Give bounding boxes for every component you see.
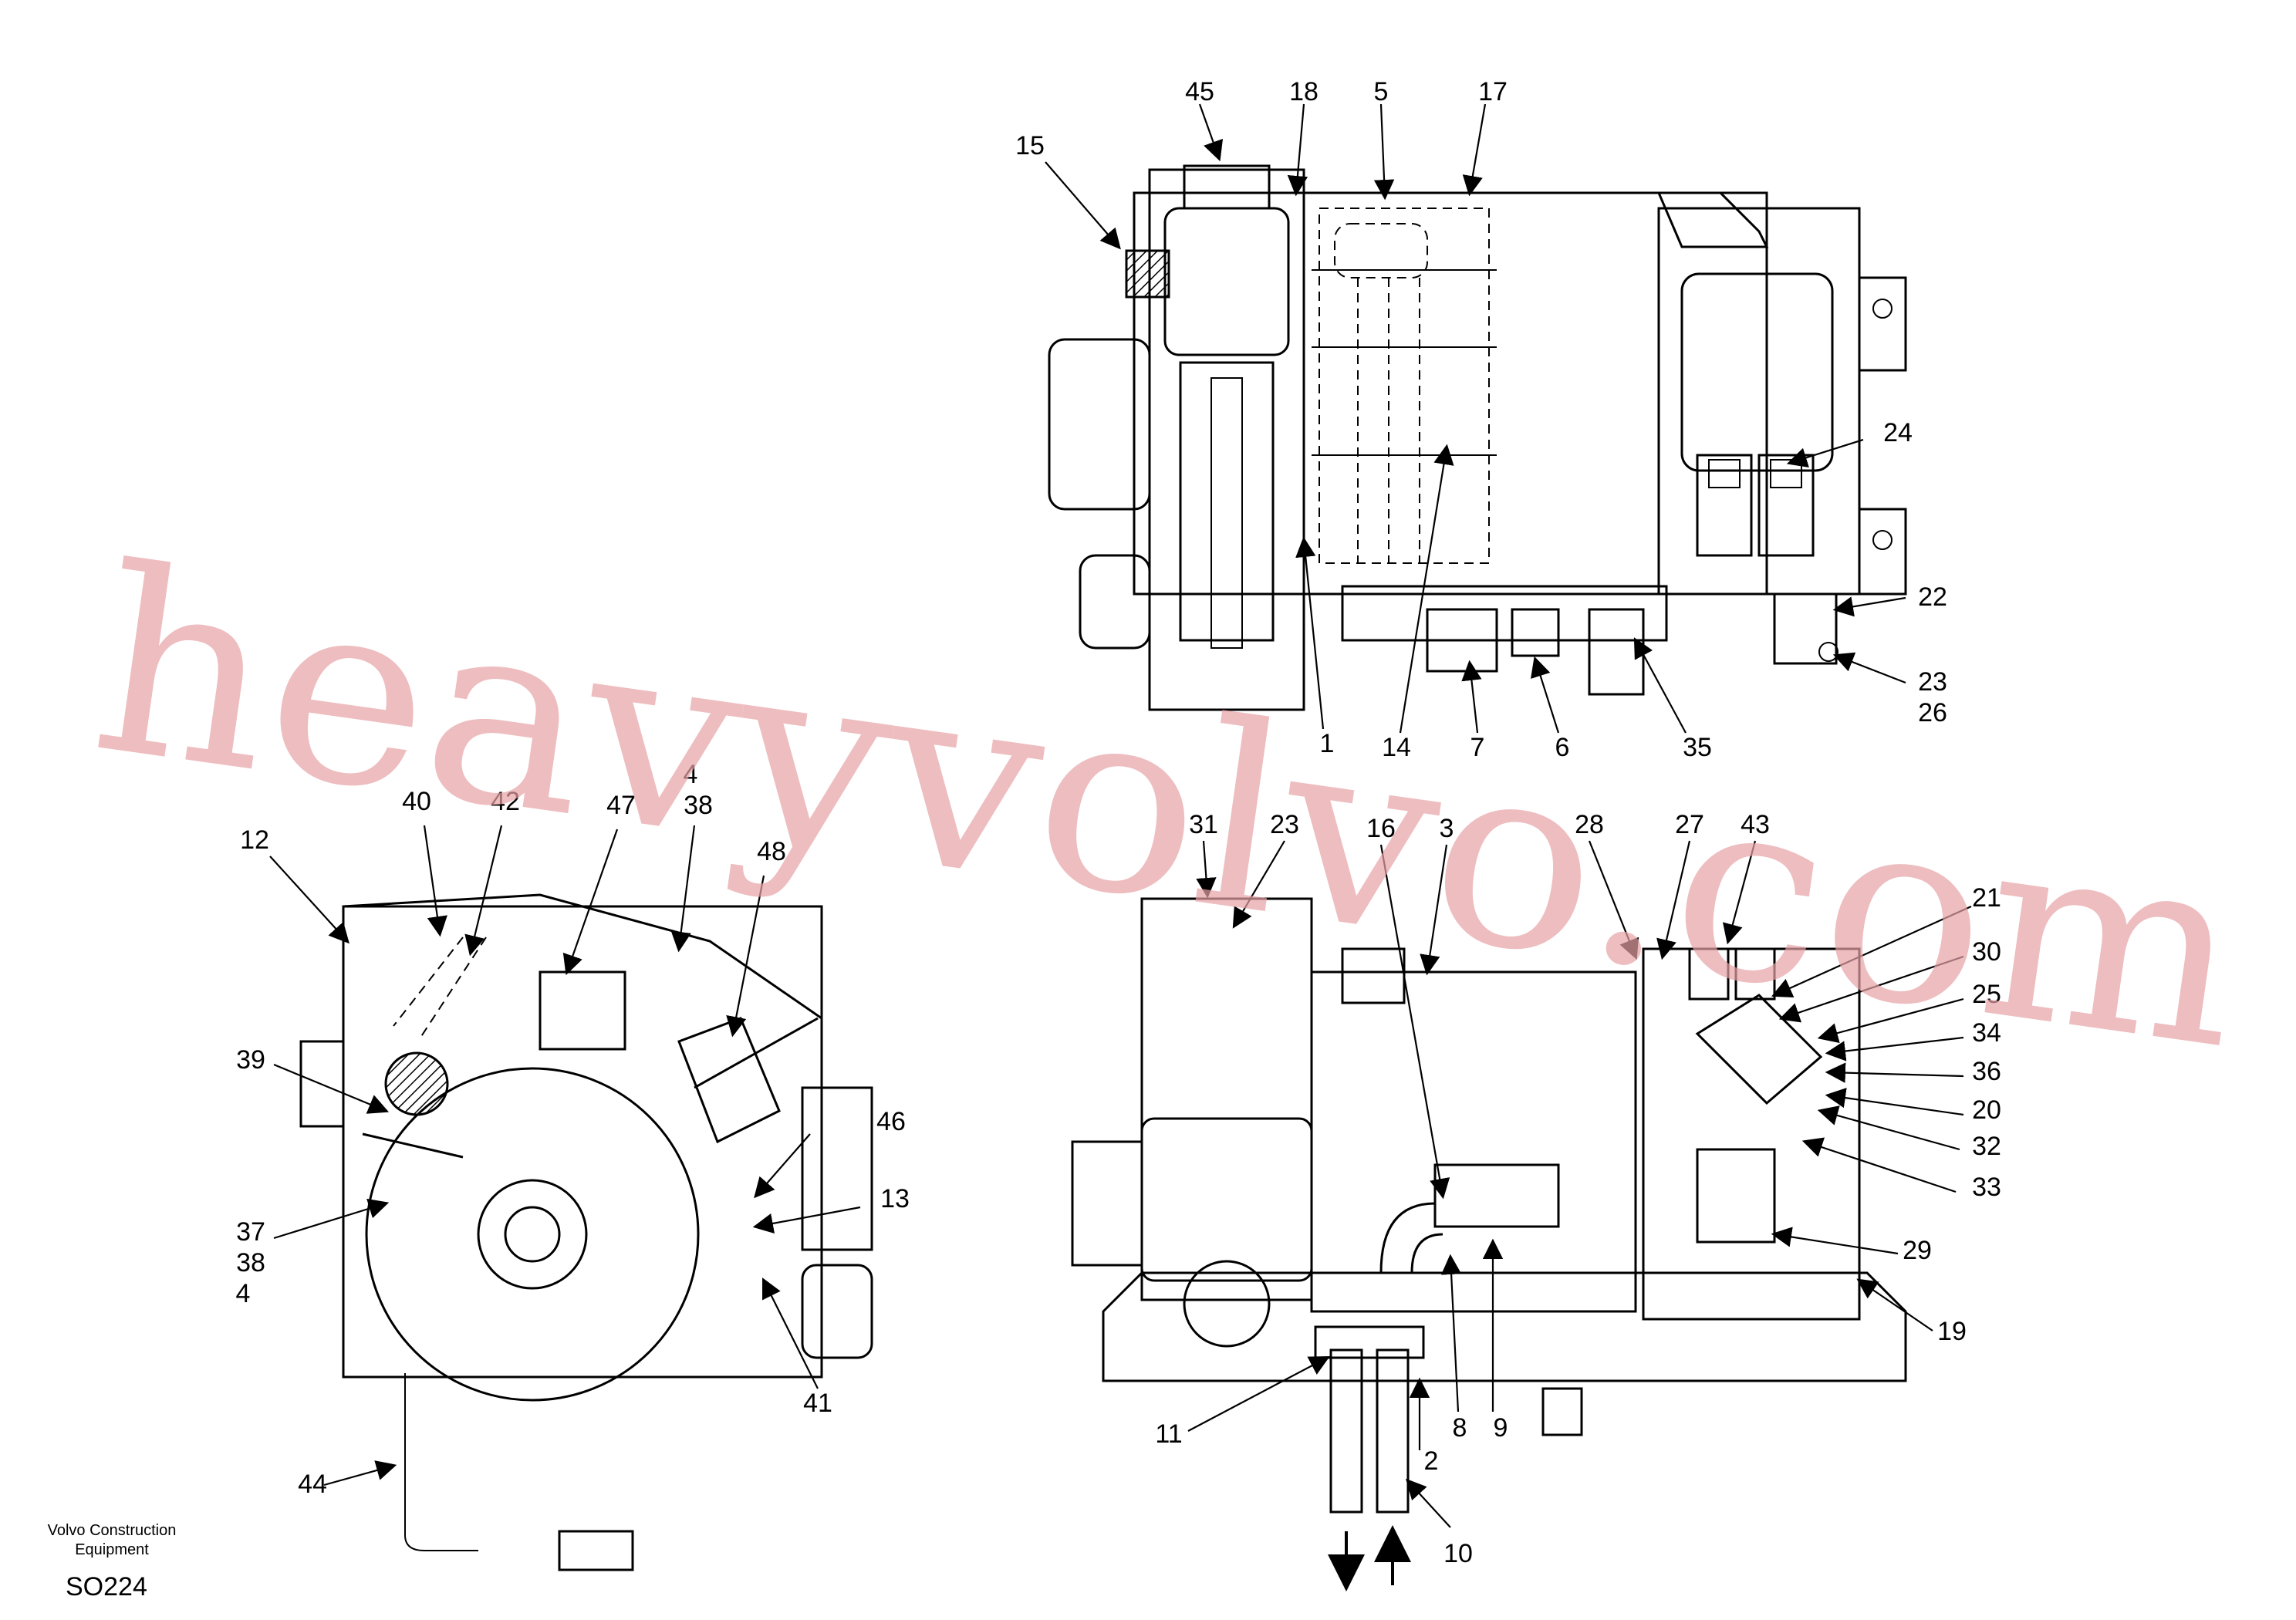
callout-right-16: 16 (1366, 814, 1396, 843)
leader-lines (269, 103, 1972, 1528)
callout-left-44: 44 (298, 1470, 327, 1499)
callout-right-25: 25 (1972, 980, 2001, 1009)
callout-right-9: 9 (1494, 1413, 1508, 1443)
callout-top-45: 45 (1185, 77, 1214, 106)
callout-right-8: 8 (1453, 1413, 1467, 1443)
callout-right-29: 29 (1903, 1236, 1932, 1265)
callout-top-5: 5 (1374, 77, 1389, 106)
footer-company-line1: Volvo Construction (48, 1522, 177, 1539)
callout-right-19: 19 (1937, 1317, 1967, 1346)
callout-right-27: 27 (1675, 810, 1704, 839)
callout-right-31: 31 (1189, 810, 1218, 839)
callout-left-41: 41 (803, 1389, 832, 1418)
callout-right-36: 36 (1972, 1057, 2001, 1086)
callout-right-34: 34 (1972, 1018, 2001, 1048)
callout-top-18: 18 (1289, 77, 1319, 106)
callout-top-7: 7 (1470, 733, 1485, 762)
callout-right-43: 43 (1741, 810, 1770, 839)
callout-top-35: 35 (1683, 733, 1712, 762)
left-view-drawing (299, 893, 873, 1571)
callout-top-15: 15 (1015, 131, 1045, 160)
footer: Volvo Construction Equipment SO224 (48, 1522, 177, 1601)
callout-left-47: 47 (606, 791, 636, 820)
callout-left-48: 48 (757, 837, 786, 866)
callout-right-3: 3 (1440, 814, 1454, 843)
right-view-drawing (1071, 897, 1907, 1591)
top-view-drawing (1048, 164, 1907, 711)
callout-left-38b: 38 (236, 1248, 265, 1277)
callout-labels: 45 18 5 17 15 24 22 23 26 1 14 7 6 35 40… (236, 77, 2001, 1568)
callout-right-32: 32 (1972, 1132, 2001, 1161)
callout-top-6: 6 (1555, 733, 1570, 762)
callout-left-4b: 4 (236, 1279, 251, 1308)
callout-right-20: 20 (1972, 1095, 2001, 1125)
callout-right-23: 23 (1270, 810, 1299, 839)
callout-top-14: 14 (1382, 733, 1411, 762)
callout-left-42: 42 (491, 787, 520, 816)
callout-right-10: 10 (1443, 1539, 1473, 1568)
callout-left-13: 13 (880, 1184, 910, 1213)
callout-top-1: 1 (1320, 729, 1335, 758)
callout-right-11: 11 (1155, 1419, 1182, 1449)
callout-left-39: 39 (236, 1045, 265, 1075)
callout-left-12: 12 (240, 825, 269, 855)
callout-right-33: 33 (1972, 1173, 2001, 1202)
callout-left-4: 4 (684, 760, 698, 789)
callout-right-28: 28 (1575, 810, 1604, 839)
callout-top-24: 24 (1883, 418, 1913, 447)
callout-top-23: 23 (1918, 667, 1947, 697)
footer-company-line2: Equipment (75, 1541, 149, 1558)
callout-top-22: 22 (1918, 582, 1947, 612)
callout-right-30: 30 (1972, 937, 2001, 967)
footer-drawing-code: SO224 (66, 1572, 147, 1601)
callout-top-17: 17 (1478, 77, 1508, 106)
callout-left-46: 46 (876, 1107, 906, 1136)
callout-right-21: 21 (1972, 883, 2001, 913)
callout-left-40: 40 (402, 787, 431, 816)
callout-left-38: 38 (684, 791, 713, 820)
callout-top-26: 26 (1918, 698, 1947, 727)
callout-left-37: 37 (236, 1217, 265, 1247)
callout-right-2: 2 (1424, 1446, 1439, 1476)
